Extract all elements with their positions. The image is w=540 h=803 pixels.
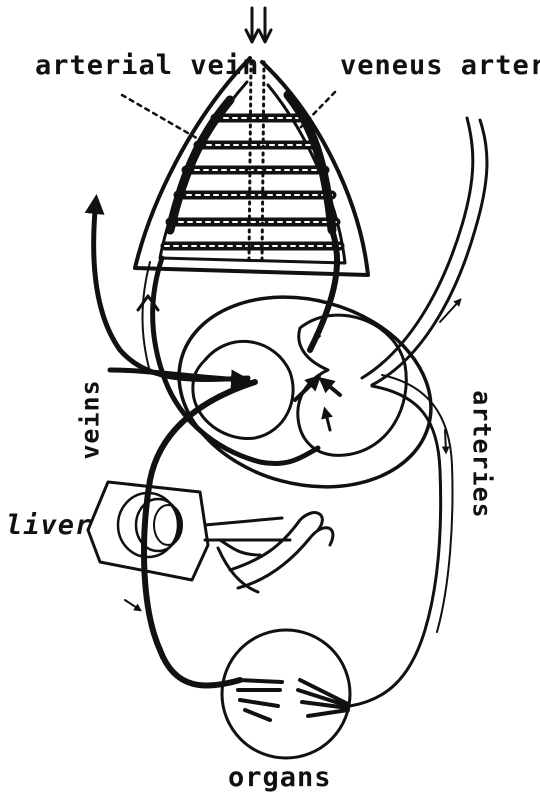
pulmonary-vein — [153, 258, 318, 464]
heart-left-chamber — [193, 341, 293, 438]
organs-label: organs — [228, 762, 332, 793]
trachea-dotted — [249, 62, 264, 262]
air-inflow-arrows — [246, 8, 271, 42]
veins-label: veins — [76, 379, 105, 459]
liver-label: liver — [6, 510, 92, 541]
aorta-upper — [372, 120, 487, 385]
liver — [88, 482, 333, 592]
veneus-artery-label: veneus artery — [340, 50, 540, 81]
arterial-vein-label: arterial vein — [35, 50, 259, 81]
arteries-label: arteries — [468, 390, 497, 518]
organs — [222, 630, 350, 758]
heart — [158, 270, 453, 514]
arterial-vein-pointer — [122, 95, 200, 140]
